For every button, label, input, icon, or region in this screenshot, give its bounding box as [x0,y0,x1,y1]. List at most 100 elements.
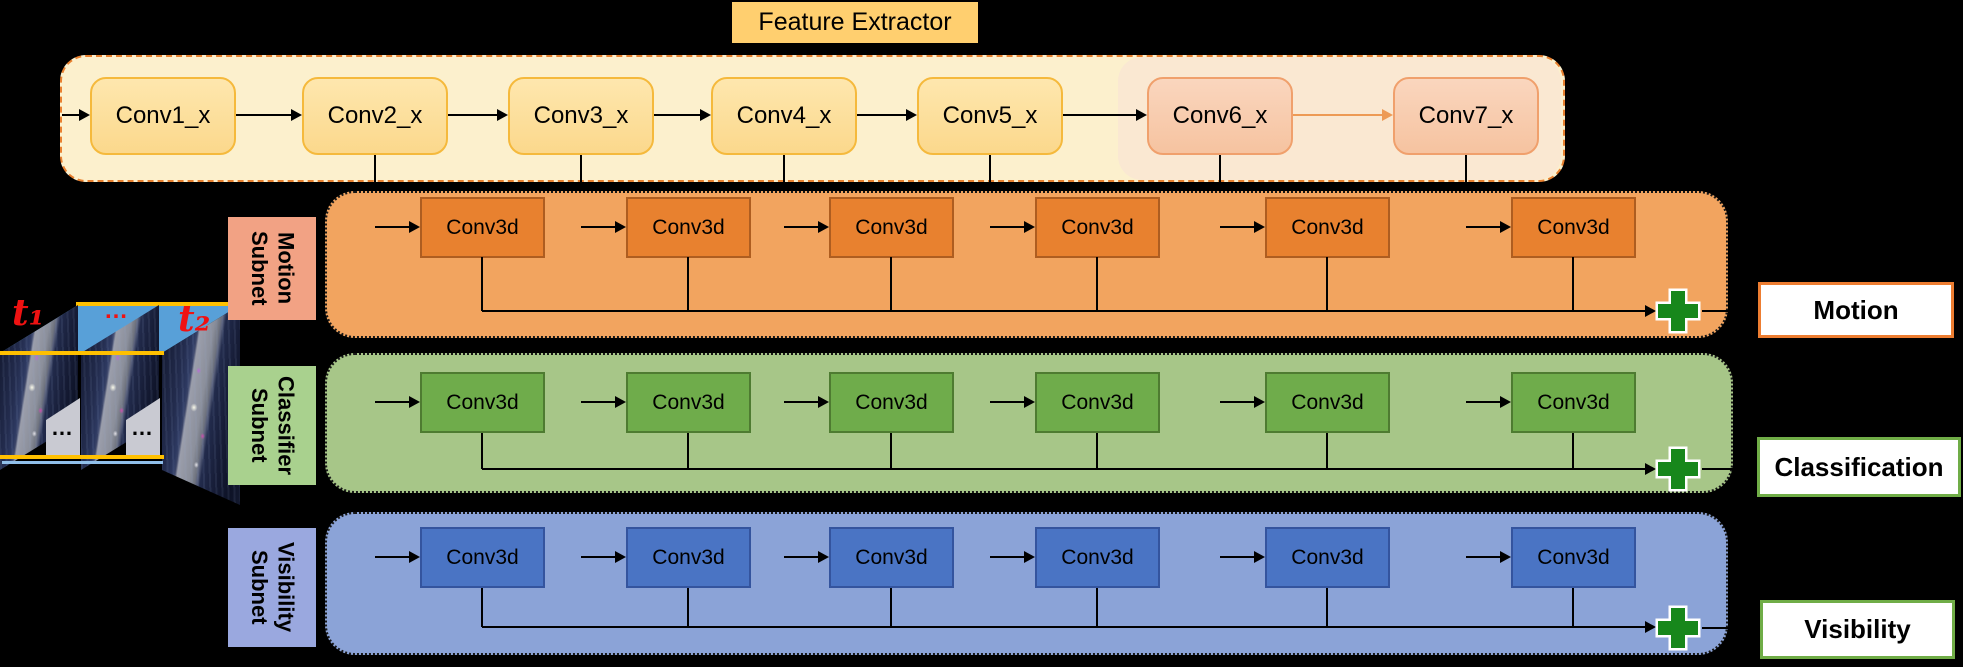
branch-arrow [581,396,626,408]
fe-conv3-block: Conv3_x [508,77,654,155]
plus-icon [1655,605,1701,651]
visibility-subnet-label: Visibility Subnet [228,528,316,647]
drop-line [1572,588,1574,627]
classifier-subnet-label-line2: Subnet [247,388,272,463]
plus-icon [1655,288,1701,334]
stack-top-back-edge [76,302,242,306]
drop-line [1326,257,1328,311]
visibility-output-box: Visibility [1760,600,1955,659]
fe-conv4-block: Conv4_x [711,77,857,155]
fe-connector-arrow [1063,109,1147,121]
branch-arrow [375,551,420,563]
conv3d-block: Conv3d [1035,527,1160,588]
branch-arrow [784,221,829,233]
conv3d-block: Conv3d [1035,197,1160,258]
frame-ellipsis-top: … [104,297,129,324]
time-label-t1: t₁ [12,292,45,334]
conv3d-block: Conv3d [829,197,954,258]
classifier-subnet-label-line1: Classifier [273,375,299,476]
stack-bottom-front-edge [0,455,164,459]
fe-connector-arrow [236,109,302,121]
conv3d-block: Conv3d [626,372,751,433]
drop-line [1096,433,1098,469]
motion-subnet-container [325,191,1728,338]
branch-arrow [1466,396,1511,408]
drop-line [687,433,689,469]
branch-arrow [1220,551,1265,563]
conv3d-block: Conv3d [420,197,545,258]
conv3d-block: Conv3d [1035,372,1160,433]
collector-arrow [482,463,1656,475]
conv3d-block: Conv3d [626,527,751,588]
motion-subnet-label-line1: Motion [273,232,299,305]
fe-connector-arrow-orange [1293,109,1393,121]
drop-line [890,588,892,627]
conv3d-block: Conv3d [420,527,545,588]
fe-conv7-block: Conv7_x [1393,77,1539,155]
drop-line [481,257,483,311]
fe-connector-arrow [654,109,711,121]
conv3d-block: Conv3d [1511,197,1636,258]
branch-arrow [990,396,1035,408]
branch-arrow [581,221,626,233]
fe-input-arrow [62,109,90,121]
drop-line [890,433,892,469]
conv3d-block: Conv3d [829,527,954,588]
drop-line [1096,257,1098,311]
branch-arrow [375,221,420,233]
drop-line [890,257,892,311]
stack-bottom-blue-edge [2,461,163,464]
drop-line [1326,433,1328,469]
fe-connector-arrow [857,109,917,121]
branch-arrow [784,551,829,563]
conv3d-block: Conv3d [1511,527,1636,588]
classification-output-box: Classification [1757,437,1961,497]
visibility-subnet-label-line1: Visibility [273,542,299,633]
fe-conv2-block: Conv2_x [302,77,448,155]
conv3d-block: Conv3d [1265,372,1390,433]
motion-output-box: Motion [1758,282,1954,338]
branch-arrow [990,221,1035,233]
branch-arrow [1466,551,1511,563]
visibility-subnet-container [325,512,1728,655]
time-label-t2: t₂ [178,298,211,340]
collector-arrow [482,305,1656,317]
drop-line [687,588,689,627]
fe-conv6-block: Conv6_x [1147,77,1293,155]
branch-arrow [1466,221,1511,233]
conv3d-block: Conv3d [1265,527,1390,588]
branch-arrow [990,551,1035,563]
drop-line [1572,433,1574,469]
input-frame-stack: … … t₁ … t₂ [0,0,250,540]
motion-subnet-label: Motion Subnet [228,217,316,320]
drop-line [1096,588,1098,627]
drop-line [1572,257,1574,311]
frame-ellipsis-bottom-2: … [131,415,154,440]
drop-line [687,257,689,311]
plus-icon [1655,446,1701,492]
classifier-subnet-label: Classifier Subnet [228,366,316,485]
fe-connector-arrow [448,109,508,121]
conv3d-block: Conv3d [1511,372,1636,433]
stack-top-front-edge [0,351,164,355]
fe-conv1-block: Conv1_x [90,77,236,155]
visibility-output-label: Visibility [1804,614,1911,644]
conv3d-block: Conv3d [626,197,751,258]
branch-arrow [1220,221,1265,233]
branch-arrow [784,396,829,408]
collector-arrow [482,621,1656,633]
drop-line [481,588,483,627]
branch-arrow [581,551,626,563]
output-line [1702,627,1760,629]
drop-line [1326,588,1328,627]
output-line [1702,468,1757,470]
branch-arrow [375,396,420,408]
classification-output-label: Classification [1774,451,1944,482]
branch-arrow [1220,396,1265,408]
frame-ellipsis-bottom-1: … [51,415,74,440]
conv3d-block: Conv3d [420,372,545,433]
feature-extractor-title: Feature Extractor [732,2,978,43]
conv3d-block: Conv3d [1265,197,1390,258]
output-line [1702,310,1758,312]
